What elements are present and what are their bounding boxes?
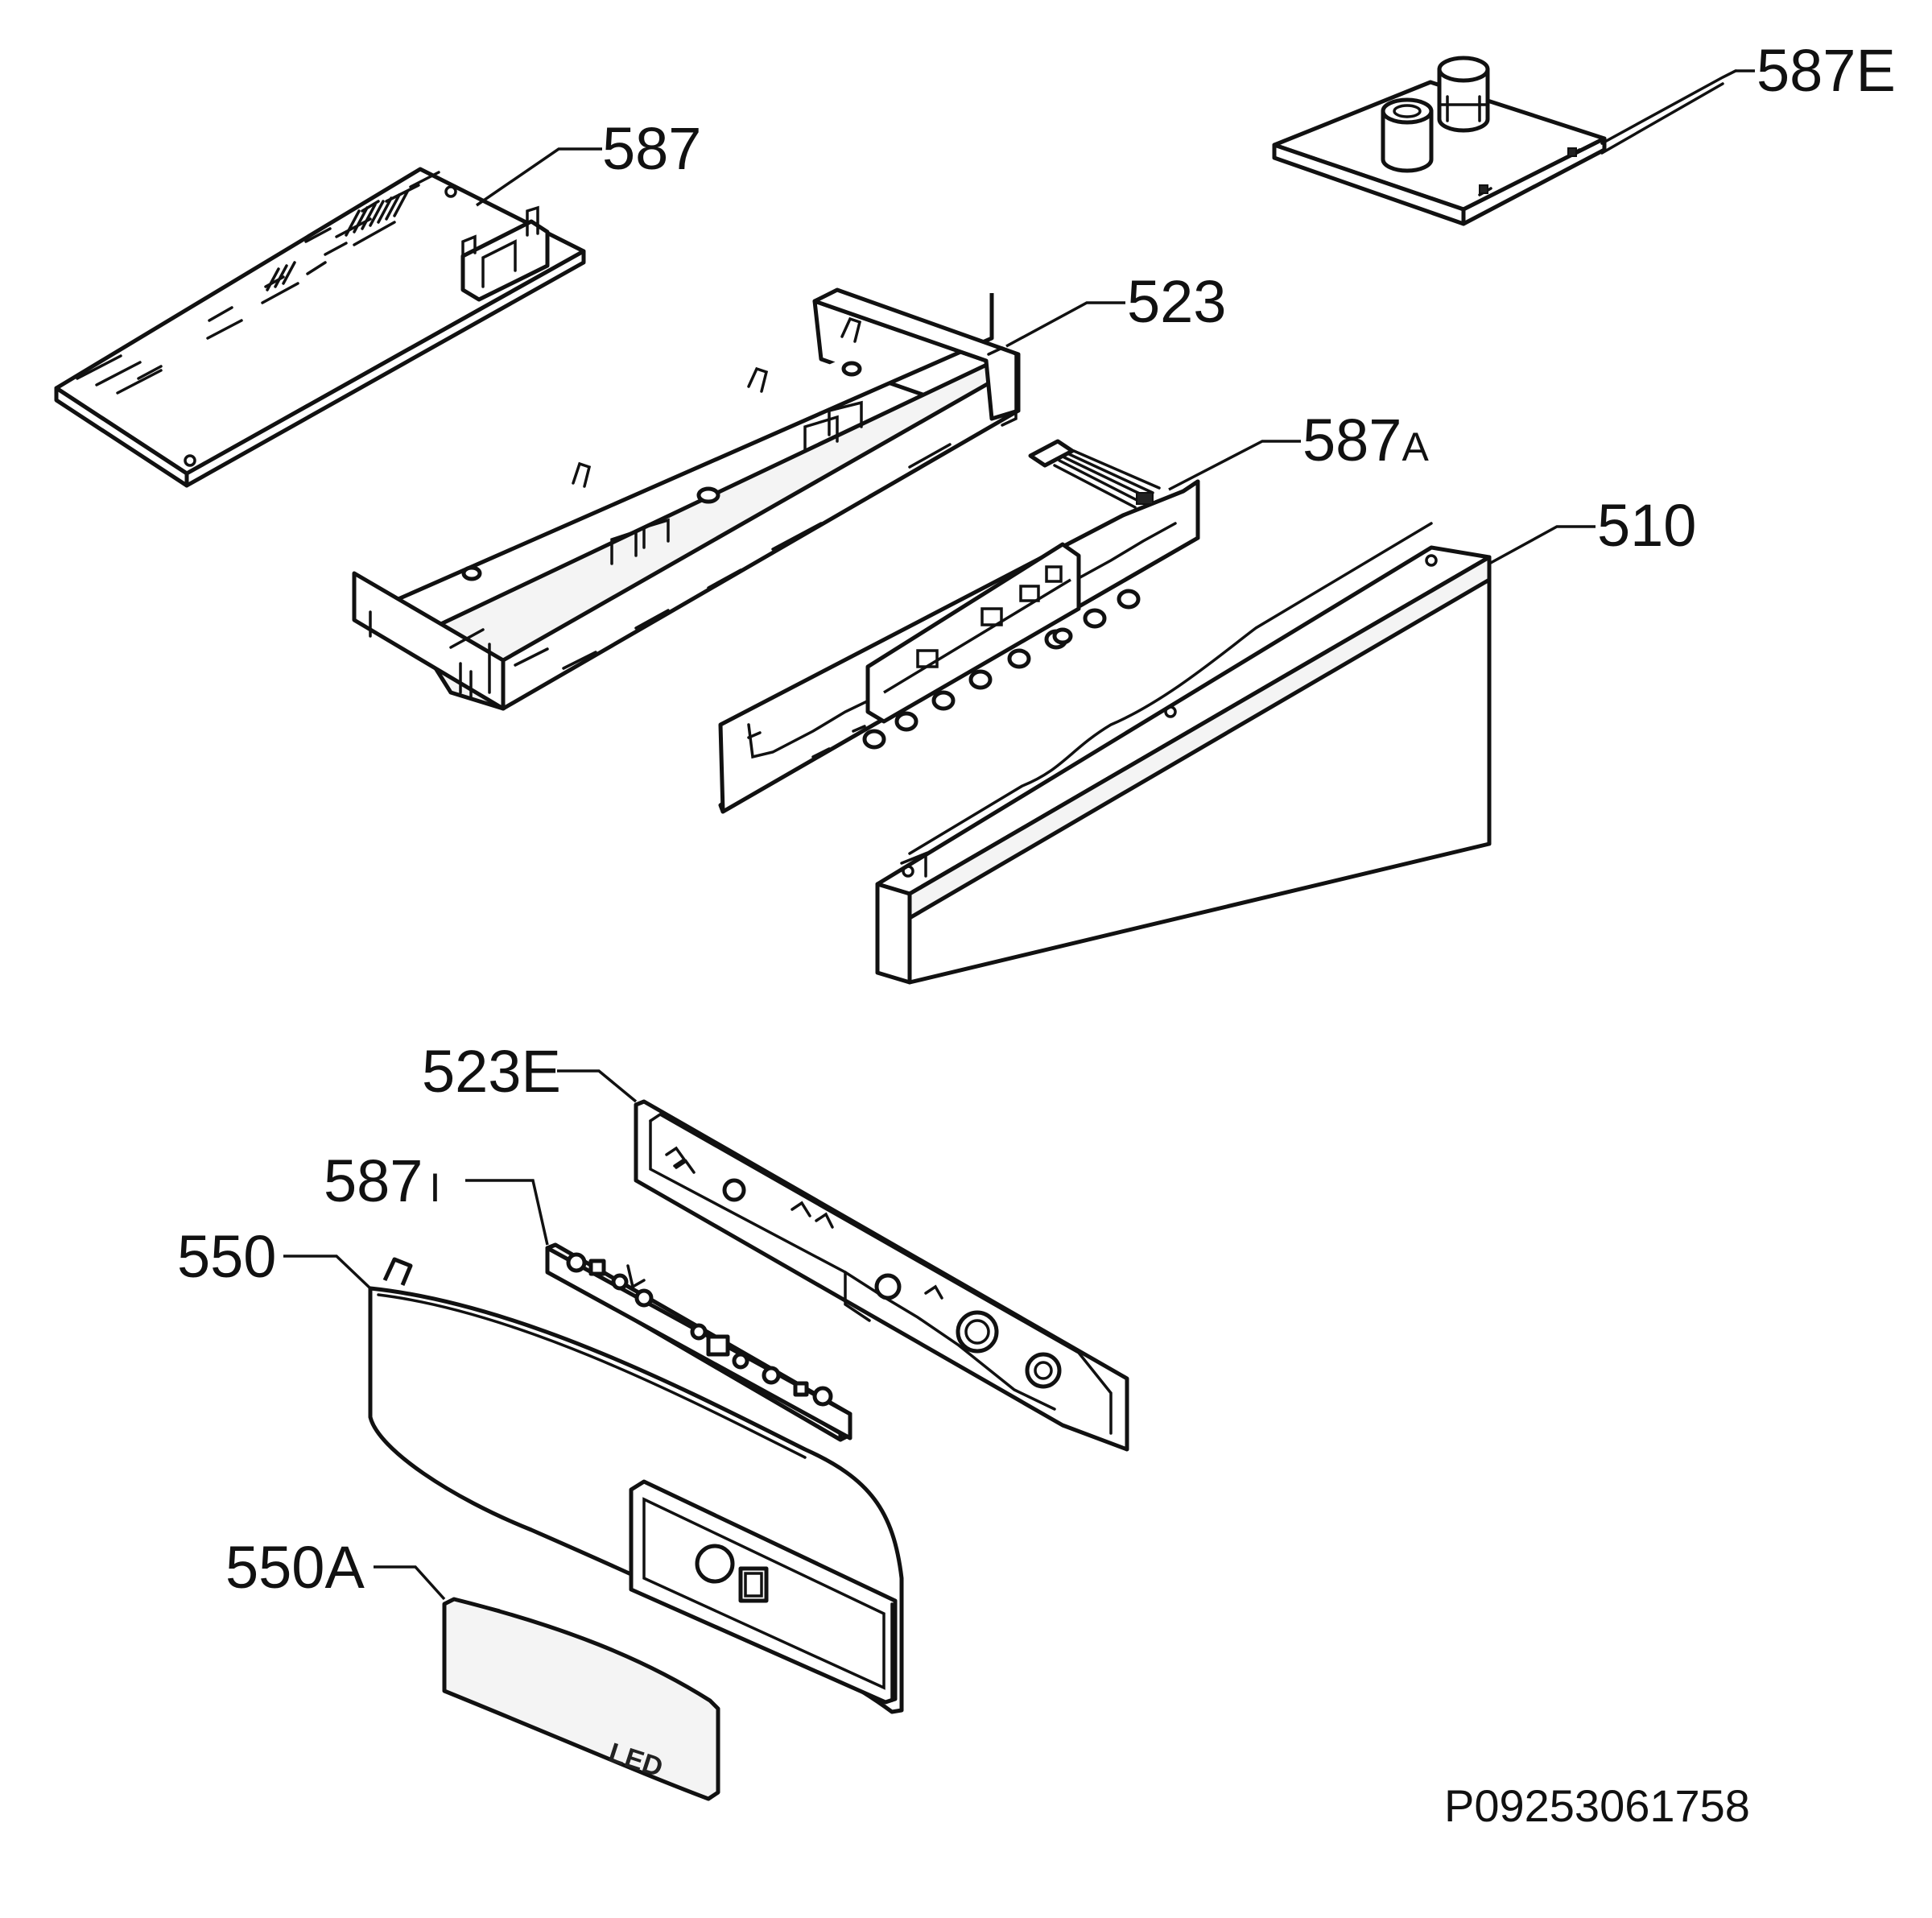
label-587i-suffix: I	[429, 1165, 440, 1210]
pcb-small-components	[566, 1252, 833, 1407]
label-550a: 550A	[225, 1534, 365, 1601]
label-523: 523	[1127, 268, 1226, 335]
pcb-buttons	[862, 589, 1141, 750]
leader-lines	[283, 69, 1755, 1601]
label-587e: 587E	[1757, 37, 1896, 104]
label-523e: 523E	[422, 1038, 561, 1105]
part-587a-control-pcb	[718, 439, 1200, 814]
label-587a: 587A	[1302, 407, 1429, 473]
label-550: 550	[177, 1223, 276, 1290]
label-510: 510	[1597, 492, 1696, 559]
label-587a-suffix: A	[1402, 424, 1429, 469]
part-587-pcb	[54, 167, 586, 488]
part-587e-pcb	[1272, 56, 1737, 226]
part-550a-led-cover: LED	[442, 1597, 720, 1801]
label-587: 587	[602, 115, 701, 182]
drawing-id: P09253061758	[1444, 1780, 1750, 1831]
label-587i-number: 587	[324, 1147, 423, 1214]
part-510-trim	[875, 522, 1492, 985]
label-587a-number: 587	[1302, 407, 1402, 473]
part-523e-frame	[634, 1099, 1129, 1452]
part-550-front-panel	[368, 1257, 904, 1714]
part-523-housing	[352, 287, 1021, 711]
part-587i-button-pcb	[545, 1242, 852, 1442]
